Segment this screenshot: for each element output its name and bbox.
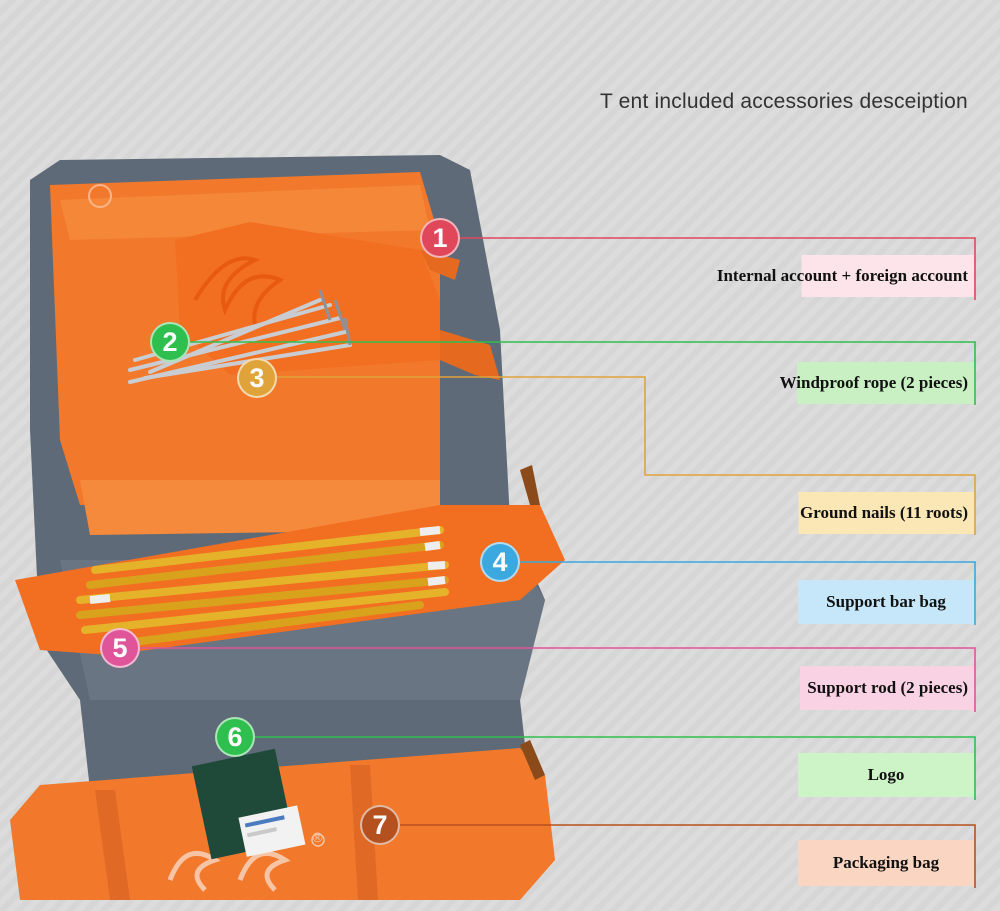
logo-swirl xyxy=(167,850,291,892)
leader-line-2 xyxy=(190,341,976,405)
callout-badge-7: 7 xyxy=(360,805,400,845)
leader-line-7 xyxy=(400,824,976,888)
leader-line-5 xyxy=(140,647,976,712)
callout-label-ground-nails: Ground nails (11 roots) xyxy=(760,492,974,534)
registered-mark: ® xyxy=(311,831,324,846)
callout-label-windproof: Windproof rope (2 pieces) xyxy=(728,362,974,404)
callout-badge-1: 1 xyxy=(420,218,460,258)
support-poles xyxy=(76,526,449,649)
product-tag xyxy=(191,748,306,860)
leader-line-3 xyxy=(276,376,976,535)
callout-label-support-bar-bag: Support bar bag xyxy=(798,580,974,624)
callout-badge-6: 6 xyxy=(215,717,255,757)
callout-label-packaging-bag: Packaging bag xyxy=(798,840,974,886)
callout-badge-5: 5 xyxy=(100,628,140,668)
callout-badge-4: 4 xyxy=(480,542,520,582)
callout-badge-2: 2 xyxy=(150,322,190,362)
leader-line-6 xyxy=(255,736,976,800)
diagram-title: T ent included accessories desceiption xyxy=(600,90,968,113)
callout-label-support-rod: Support rod (2 pieces) xyxy=(776,666,974,710)
callout-label-1: Internal account + foreign account xyxy=(660,255,974,297)
leader-line-1 xyxy=(460,237,976,300)
rope-coil xyxy=(193,256,285,326)
callout-label-logo: Logo xyxy=(798,753,974,797)
leader-line-4 xyxy=(520,561,976,625)
callout-badge-3: 3 xyxy=(237,358,277,398)
